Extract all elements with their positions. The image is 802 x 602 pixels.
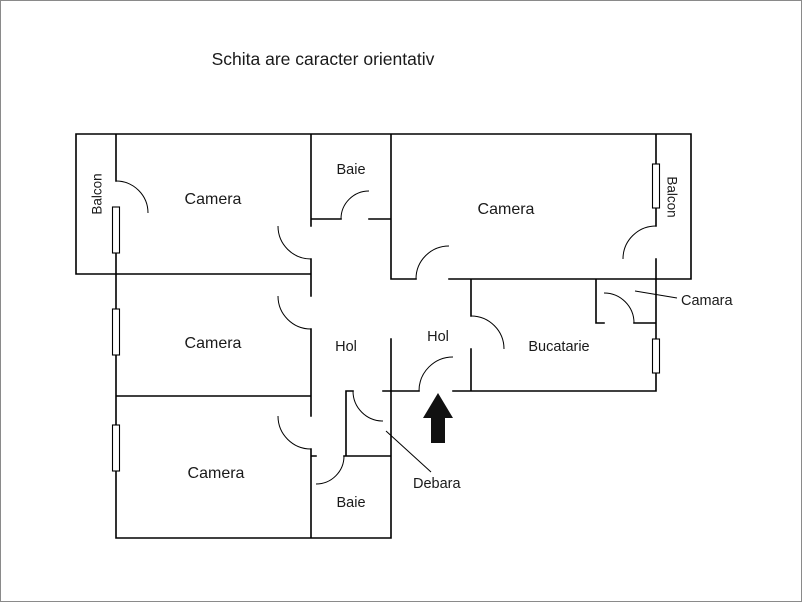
window-camera-bottom-left — [111, 424, 121, 472]
door-arc-balcon-right — [622, 225, 657, 260]
window-camera-middle-left — [111, 308, 121, 356]
entrance-arrow — [423, 393, 453, 443]
debara-leader-line — [385, 430, 432, 473]
door-arc-camera-top-left — [277, 225, 312, 260]
window-balcon-left — [111, 206, 121, 254]
room-label-baie-top: Baie — [336, 162, 365, 178]
door-arc-camara — [603, 292, 635, 324]
room-label-balcon-left: Balcon — [90, 173, 105, 214]
room-label-hol-right: Hol — [427, 329, 449, 345]
room-label-camera-top-left: Camera — [185, 191, 242, 208]
room-label-camera-middle-left: Camera — [185, 335, 242, 352]
room-label-balcon-right: Balcon — [665, 176, 680, 217]
plan-title: Schita are caracter orientativ — [212, 49, 435, 69]
door-arc-entrance — [418, 356, 454, 392]
door-arc-camera-top-right — [415, 245, 450, 280]
door-arc-baie-bottom — [315, 455, 345, 485]
walls — [75, 133, 692, 539]
door-arc-bucatarie — [470, 315, 505, 350]
window-bucatarie — [651, 338, 661, 374]
door-arc-balcon-left — [115, 180, 149, 214]
room-label-debara: Debara — [413, 476, 461, 492]
door-arcs — [115, 180, 657, 485]
window-balcon-right — [651, 163, 661, 209]
room-label-camera-top-right: Camera — [478, 201, 535, 218]
door-arc-debara — [352, 390, 384, 422]
camara-leader-line — [634, 290, 678, 299]
windows — [111, 163, 661, 472]
door-arc-camera-middle-left — [277, 295, 312, 330]
door-arc-baie-top — [340, 190, 370, 220]
room-label-bucatarie: Bucatarie — [528, 339, 589, 355]
door-arc-camera-bottom-left — [277, 415, 312, 450]
room-label-hol-left: Hol — [335, 339, 357, 355]
room-label-camera-bottom-left: Camera — [188, 465, 245, 482]
room-label-camara: Camara — [681, 293, 734, 309]
room-label-baie-bottom: Baie — [336, 495, 365, 511]
